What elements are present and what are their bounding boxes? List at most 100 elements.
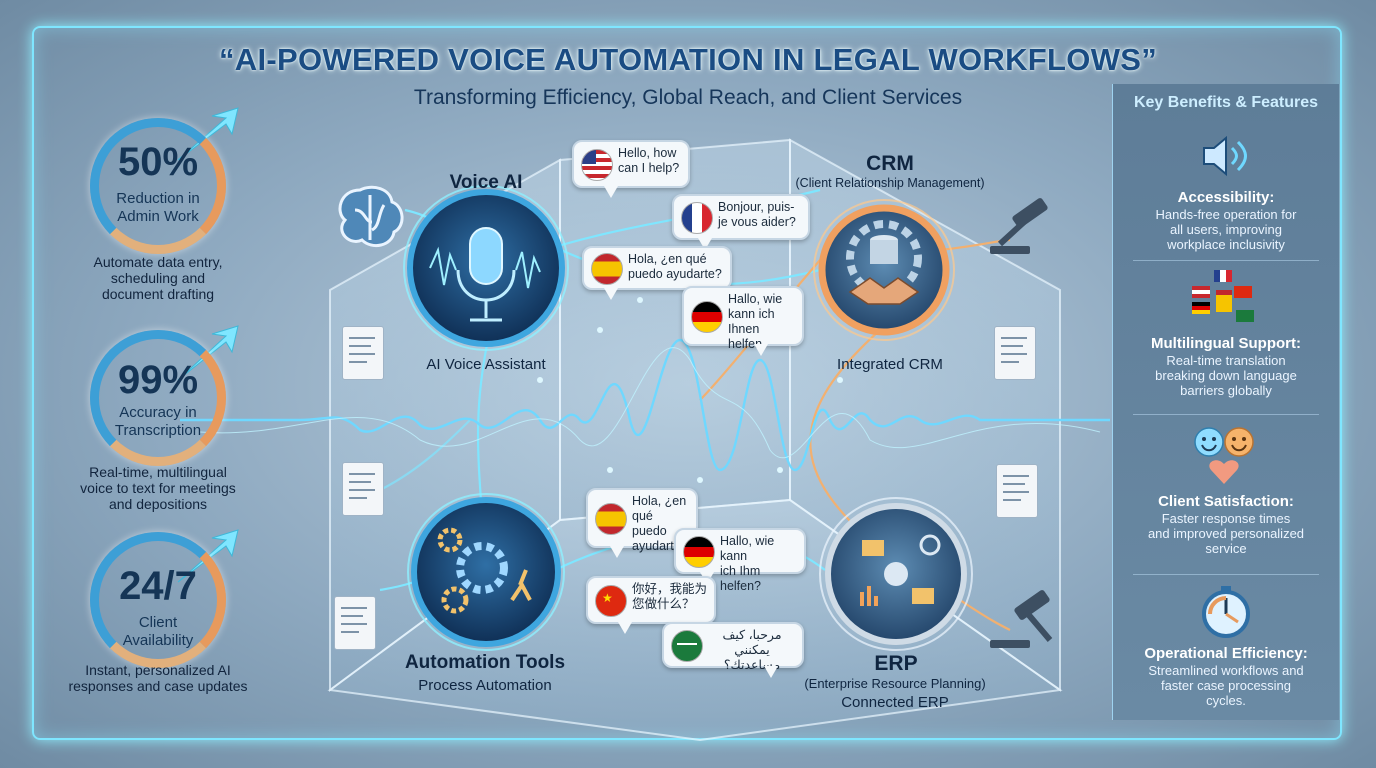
erp-caption: Connected ERP <box>841 694 949 711</box>
bubble-text: puedo ayudarte? <box>628 267 722 281</box>
feature-desc: barriers globally <box>1180 383 1272 398</box>
france-flag-icon <box>681 202 713 234</box>
brain-icon <box>338 185 404 248</box>
bubble-text: 您做什么？ <box>632 597 695 611</box>
feature-desc: Streamlined workflows and <box>1148 663 1304 678</box>
stat-label: Accuracy in <box>119 404 197 421</box>
bubble-text: ich Ihm helfen? <box>720 564 762 593</box>
stat-description: Instant, personalized AI <box>85 662 231 678</box>
stat-value: 50% <box>117 140 199 184</box>
smiley-icon <box>1194 427 1254 484</box>
chart-document-icon <box>996 464 1038 518</box>
page-title: “AI-POWERED VOICE AUTOMATION IN LEGAL WO… <box>218 42 1158 77</box>
stat-availability: 24/7 Client Availability Instant, person… <box>60 532 260 702</box>
bubble-text: Hallo, wie kann <box>720 534 775 563</box>
sound-wave <box>180 338 1110 472</box>
voice-ai-title: Voice AI <box>449 172 523 193</box>
feature-operational-efficiency: Operational Efficiency: Streamlined work… <box>1113 584 1339 708</box>
stat-description: Automate data entry, <box>93 254 223 270</box>
speech-bubble-chinese: ★ 你好，我能为您做什么？ <box>586 576 716 634</box>
automation-title: Automation Tools <box>404 652 566 673</box>
feature-multilingual: Multilingual Support: Real-time translat… <box>1113 268 1339 398</box>
bubble-text: ayudarte? <box>632 539 688 553</box>
panel-title: Key Benefits & Features <box>1133 94 1319 111</box>
erp-subtitle: (Enterprise Resource Planning) <box>804 676 986 691</box>
stat-value: 99% <box>117 358 199 402</box>
feature-desc: workplace inclusivity <box>1167 237 1285 252</box>
crm-title: CRM <box>866 152 914 175</box>
germany-flag-icon <box>683 536 715 568</box>
bubble-text: يمكنني مساعدتك؟ <box>723 643 781 672</box>
benefits-panel: Key Benefits & Features Accessibility: H… <box>1112 84 1339 720</box>
china-flag-icon: ★ <box>595 585 627 617</box>
feature-desc: cycles. <box>1206 693 1246 708</box>
stat-description: Real-time, multilingual <box>89 464 227 480</box>
feature-title: Accessibility: <box>1177 189 1275 206</box>
stat-description: voice to text for meetings <box>80 480 236 496</box>
gavel-icon <box>990 198 1048 254</box>
feature-desc: and improved personalized <box>1147 526 1305 541</box>
document-icon <box>334 596 376 650</box>
spain-flag-icon <box>595 503 627 535</box>
voice-ai-caption: AI Voice Assistant <box>426 356 546 373</box>
automation-caption: Process Automation <box>418 677 552 694</box>
stat-value: 24/7 <box>119 564 197 608</box>
progress-ring <box>90 532 226 668</box>
saudi-flag-icon <box>671 630 703 662</box>
erp-node[interactable] <box>819 497 973 651</box>
stat-transcription: 99% Accuracy in Transcription Real-time,… <box>60 330 260 520</box>
stat-description: document drafting <box>101 286 215 302</box>
stat-description: responses and case updates <box>68 678 248 694</box>
feature-client-satisfaction: Client Satisfaction: Faster response tim… <box>1113 424 1339 556</box>
feature-desc: Faster response times <box>1161 511 1291 526</box>
feature-title: Operational Efficiency: <box>1144 645 1308 662</box>
stat-label: Availability <box>122 632 194 649</box>
erp-title: ERP <box>874 652 918 675</box>
crm-caption: Integrated CRM <box>837 356 943 373</box>
flags-icon <box>1192 270 1254 322</box>
stat-description: scheduling and <box>110 270 206 286</box>
us-flag-icon <box>581 149 613 181</box>
feature-desc: service <box>1205 541 1247 556</box>
gavel-icon <box>990 590 1053 648</box>
feature-desc: Real-time translation <box>1166 353 1286 368</box>
bubble-text: Hallo, wie <box>728 292 783 306</box>
stat-admin-work: 50% Reduction in Admin Work Automate dat… <box>60 118 260 308</box>
progress-ring <box>90 330 226 466</box>
crm-node[interactable] <box>813 199 955 341</box>
bubble-text: Hello, how <box>618 146 677 160</box>
bubble-text: je vous aider? <box>718 215 796 229</box>
stat-label: Reduction in <box>116 190 200 207</box>
speech-bubble-french: Bonjour, puis-je vous aider? <box>672 194 810 250</box>
crm-subtitle: (Client Relationship Management) <box>795 176 985 190</box>
feature-desc: all users, improving <box>1170 222 1282 237</box>
bubble-text: Hola, ¿en <box>632 494 687 508</box>
stat-label: Transcription <box>114 422 202 439</box>
bubble-text: مرحبا، كيف <box>722 628 782 642</box>
document-icon <box>342 462 384 516</box>
progress-ring <box>90 118 226 254</box>
speaker-icon <box>1203 135 1247 177</box>
automation-node[interactable] <box>407 493 565 651</box>
document-icon <box>342 326 384 380</box>
page-subtitle: Transforming Efficiency, Global Reach, a… <box>413 86 963 109</box>
feature-desc: Hands-free operation for <box>1155 207 1297 222</box>
bubble-text: kann ich <box>728 307 775 321</box>
voice-ai-node[interactable] <box>403 185 569 351</box>
feature-title: Client Satisfaction: <box>1158 493 1294 510</box>
stat-label: Client <box>138 614 178 631</box>
stat-description: and depositions <box>108 496 208 512</box>
germany-flag-icon <box>691 301 723 333</box>
document-icon <box>994 326 1036 380</box>
bubble-text: can I help? <box>618 161 680 175</box>
feature-accessibility: Accessibility: Hands-free operation for … <box>1113 134 1339 252</box>
stopwatch-icon <box>1202 586 1250 638</box>
feature-desc: breaking down language <box>1155 368 1297 383</box>
bubble-text: Bonjour, puis- <box>718 200 795 214</box>
